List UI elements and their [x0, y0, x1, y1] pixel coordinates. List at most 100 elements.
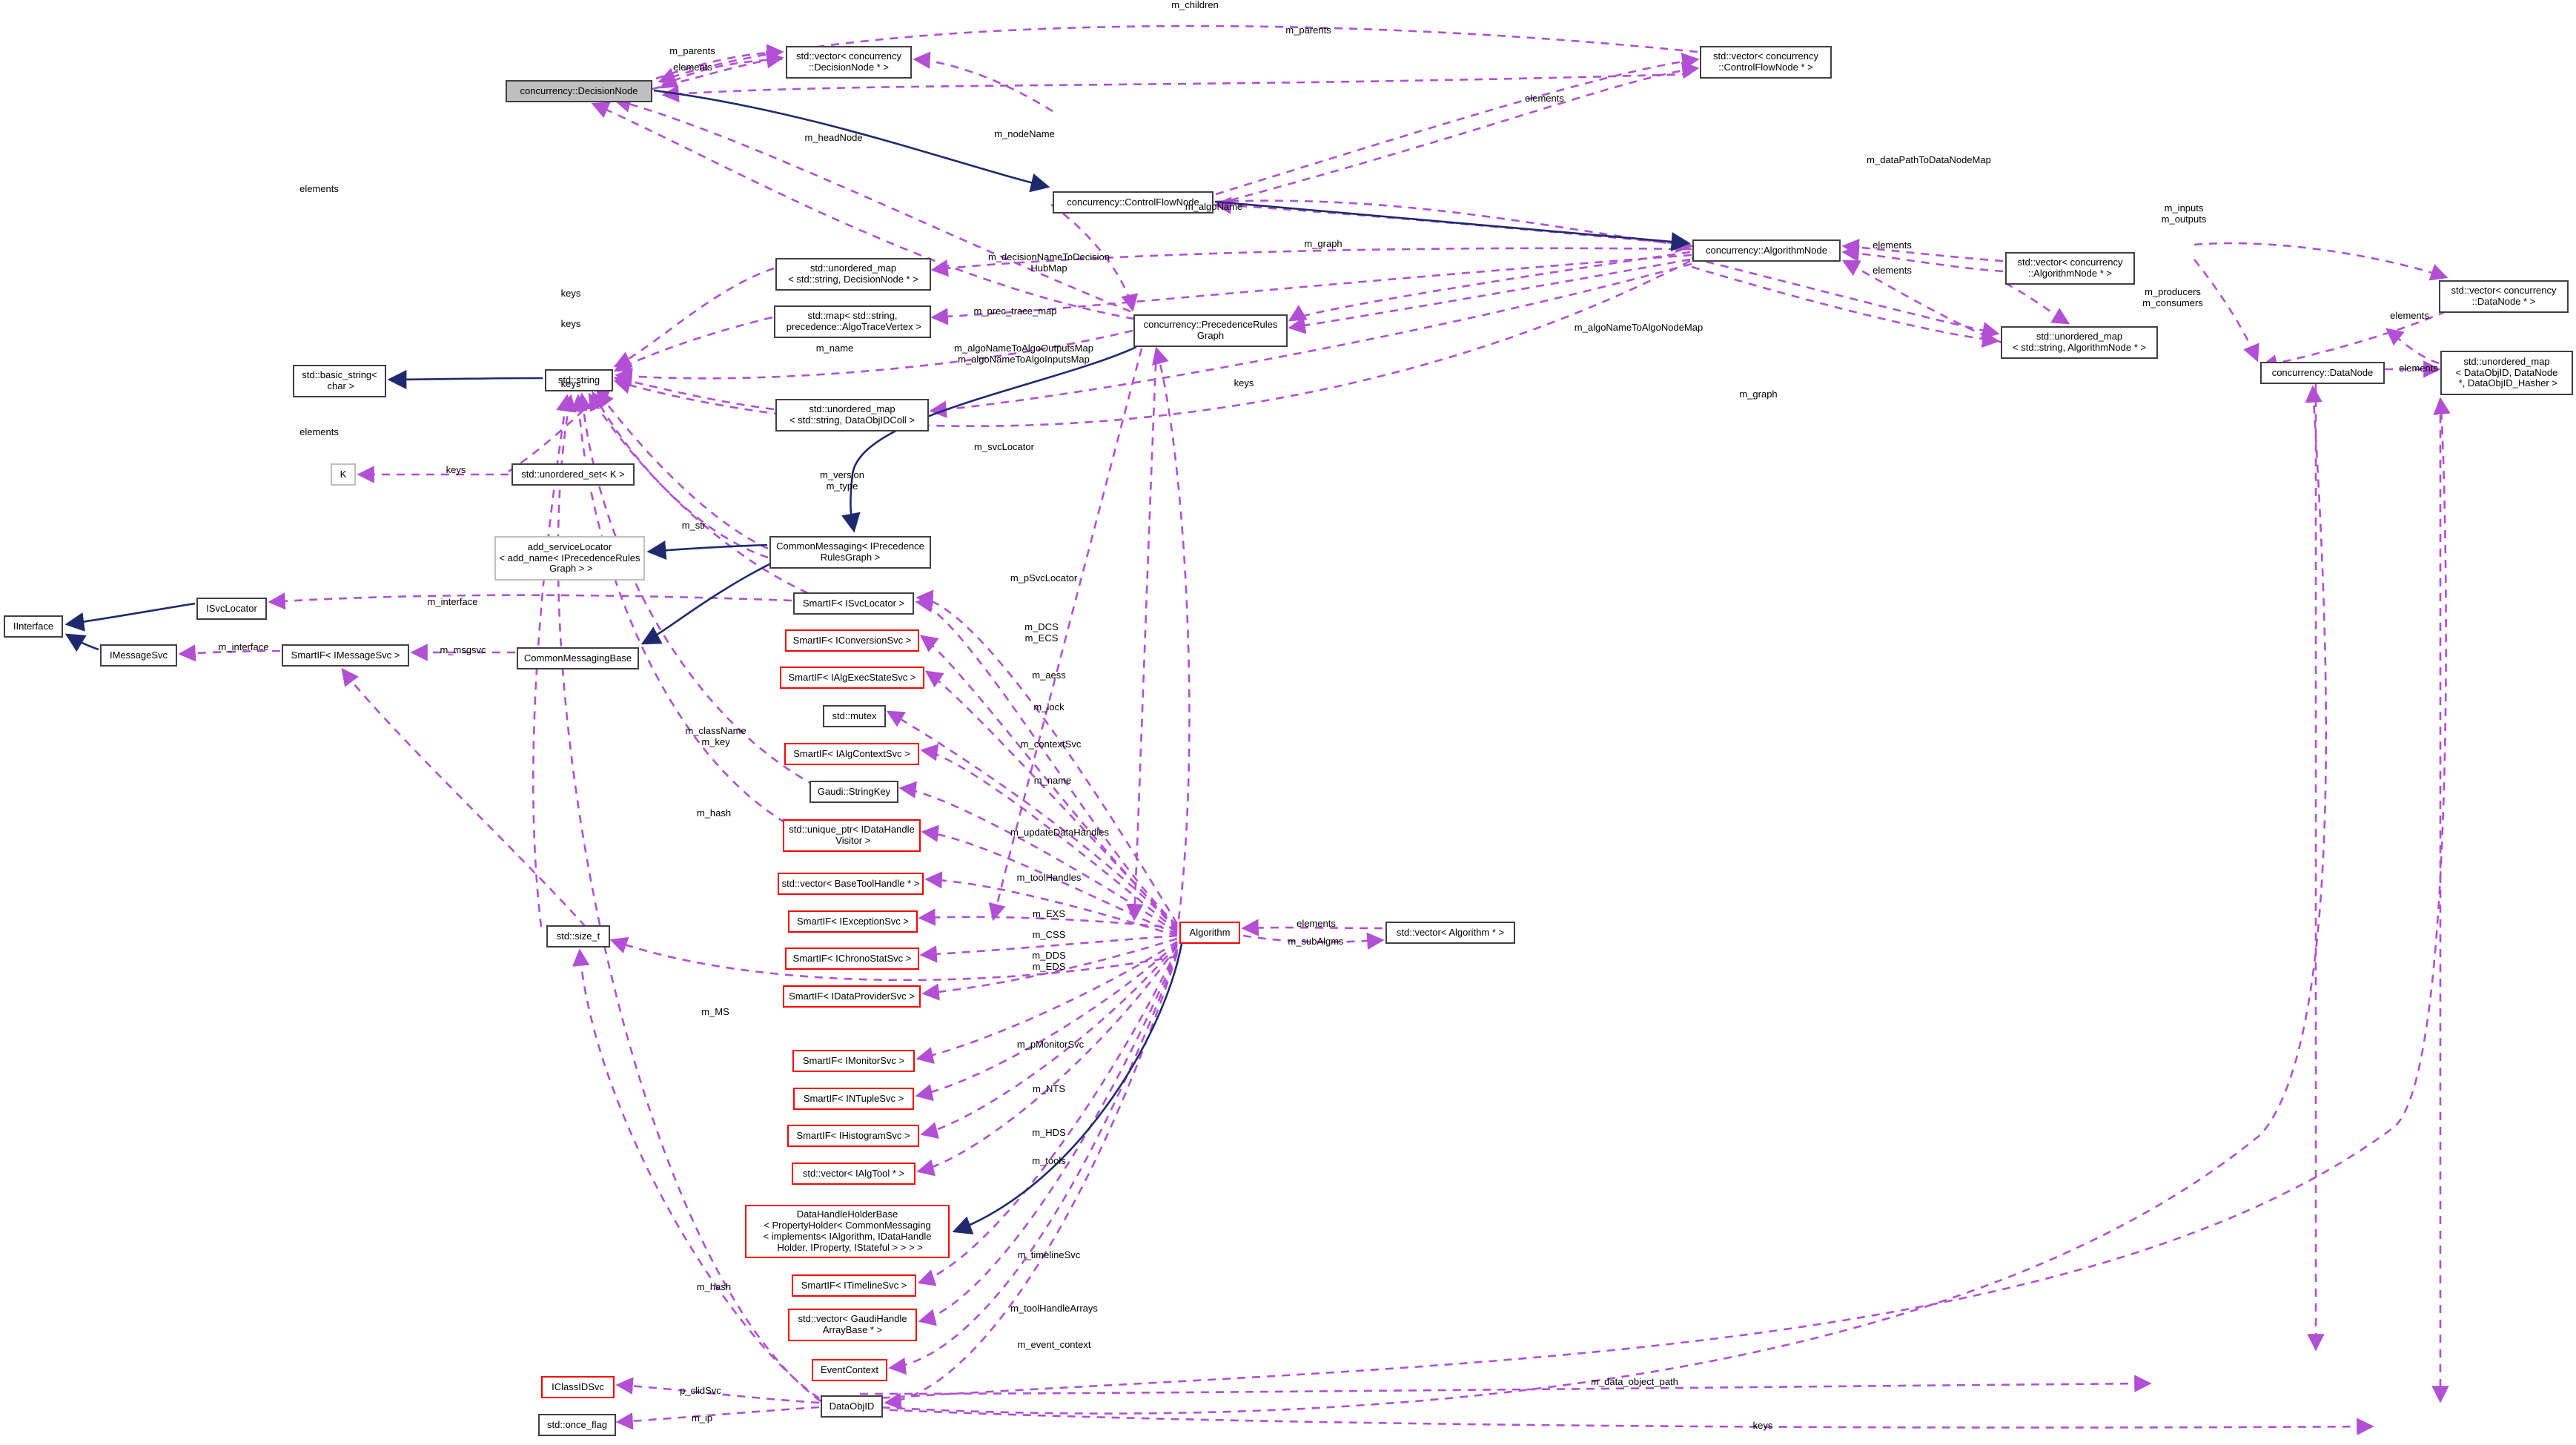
edge-label-l-m-subalgms: m_subAlgms	[1288, 936, 1344, 947]
class-node-decisionNode[interactable]: concurrency::DecisionNode	[506, 80, 652, 102]
edge-label-l-elements-1: elements	[673, 62, 712, 73]
edge-label-l-m-exs: m_EXS	[1032, 908, 1066, 919]
class-node-iInterface[interactable]: IInterface	[4, 615, 63, 638]
edge-label-l-m-children: m_children	[1171, 0, 1219, 10]
edge-label-l-m-svclocator: m_svcLocator	[974, 441, 1034, 452]
edge-label-l-elements-9: elements	[1297, 918, 1336, 929]
edge-label-l-m-ms: m_MS	[701, 1006, 729, 1017]
class-node-smartIFISvcLocator[interactable]: SmartIF< ISvcLocator >	[793, 592, 914, 615]
class-node-dataNode[interactable]: concurrency::DataNode	[2260, 362, 2385, 384]
edge-label-l-keys-6: keys	[1752, 1420, 1773, 1431]
class-node-smartIFIException[interactable]: SmartIF< IExceptionSvc >	[788, 910, 918, 933]
edge-label-l-elements-5: elements	[1873, 265, 1912, 276]
edge-label-l-m-tools: m_tools	[1032, 1155, 1066, 1166]
class-node-vecBaseToolHandle[interactable]: std::vector< BaseToolHandle * >	[778, 873, 924, 895]
class-node-smartIFIChronoStat[interactable]: SmartIF< IChronoStatSvc >	[785, 948, 919, 970]
class-node-smartIFIDataProvider[interactable]: SmartIF< IDataProviderSvc >	[783, 985, 921, 1008]
edge-label-l-m-ip: m_ip	[691, 1412, 713, 1423]
class-node-vecGaudiHandleArray[interactable]: std::vector< GaudiHandle ArrayBase * >	[788, 1309, 917, 1341]
class-node-precedenceRules[interactable]: concurrency::PrecedenceRules Graph	[1133, 314, 1288, 347]
class-node-unorderedSetK[interactable]: std::unordered_set< K >	[511, 463, 635, 486]
edge-label-l-m-datapath: m_dataPathToDataNodeMap	[1867, 154, 1991, 165]
edge-label-l-m-parents-top: m_parents	[1285, 24, 1331, 36]
class-node-stdOnceFlag[interactable]: std::once_flag	[538, 1414, 616, 1436]
edge-label-l-m-hds: m_HDS	[1032, 1127, 1066, 1138]
class-node-smartIFIMonitor[interactable]: SmartIF< IMonitorSvc >	[792, 1050, 915, 1072]
edge-label-l-m-hash-1: m_hash	[696, 807, 732, 819]
edge-label-l-m-msgsvc: m_msgsvc	[440, 644, 486, 655]
edge-label-l-m-contextsvc: m_contextSvc	[1020, 738, 1082, 750]
class-node-commonMessagingPRG[interactable]: CommonMessaging< IPrecedence RulesGraph …	[769, 536, 931, 569]
class-node-umapDataObjIDNode[interactable]: std::unordered_map < DataObjID, DataNode…	[2440, 351, 2573, 395]
class-node-dataHandleHolderBase[interactable]: DataHandleHolderBase < PropertyHolder< C…	[745, 1205, 950, 1258]
edge-label-l-m-toolhandles: m_toolHandles	[1016, 872, 1082, 883]
class-node-algorithmNode[interactable]: concurrency::AlgorithmNode	[1692, 239, 1841, 262]
class-node-algorithm[interactable]: Algorithm	[1179, 922, 1240, 944]
edge-label-l-m-interface-1: m_interface	[427, 596, 478, 607]
class-node-iClassIDSvc[interactable]: IClassIDSvc	[541, 1376, 615, 1398]
edge-label-l-m-hash-2: m_hash	[696, 1281, 732, 1292]
usage-edges	[178, 24, 2451, 1435]
class-node-smartIFIHistogram[interactable]: SmartIF< IHistogramSvc >	[787, 1125, 919, 1147]
class-node-vecDataNode[interactable]: std::vector< concurrency ::DataNode * >	[2439, 280, 2569, 313]
class-node-gaudiStringKey[interactable]: Gaudi::StringKey	[809, 781, 898, 803]
edge-label-l-m-interface-2: m_interface	[218, 641, 269, 652]
class-node-addServiceLocator[interactable]: add_serviceLocator < add_name< IPreceden…	[494, 536, 645, 581]
edge-label-l-m-version-type: m_version m_type	[820, 469, 864, 492]
class-node-smartIFIAlgContext[interactable]: SmartIF< IAlgContextSvc >	[784, 743, 919, 765]
class-node-smartIFIConversion[interactable]: SmartIF< IConversionSvc >	[785, 629, 919, 652]
class-node-umapStrDecisionNode[interactable]: std::unordered_map < std::string, Decisi…	[775, 258, 931, 291]
edge-label-l-elements-7: elements	[299, 426, 339, 437]
edge-label-l-m-css: m_CSS	[1032, 929, 1066, 940]
class-node-uniquePtrIDHV[interactable]: std::unique_ptr< IDataHandle Visitor >	[783, 819, 921, 852]
edge-label-l-m-timelinesvc: m_timelineSvc	[1017, 1249, 1081, 1260]
edge-label-l-m-headnode: m_headNode	[804, 132, 863, 143]
class-node-stdMutex[interactable]: std::mutex	[823, 705, 886, 727]
class-node-vecAlgorithmNode[interactable]: std::vector< concurrency ::AlgorithmNode…	[2005, 252, 2135, 285]
class-node-umapStrAlgoNode[interactable]: std::unordered_map < std::string, Algori…	[2001, 326, 2158, 359]
edge-label-l-m-name-1: m_name	[815, 343, 854, 354]
edge-label-l-m-graph-1: m_graph	[1304, 238, 1342, 249]
edge-label-l-m-prec-trace: m_prec_trace_map	[973, 305, 1057, 317]
class-node-dataObjID[interactable]: DataObjID	[821, 1395, 883, 1418]
edge-label-l-m-decisionmap: m_decisionNameToDecision HubMap	[987, 251, 1110, 274]
edge-label-l-elements-4: elements	[1873, 239, 1912, 251]
edge-label-l-m-algonametoalgo: m_algoNameToAlgoOutputsMap m_algoNameToA…	[954, 343, 1093, 365]
class-node-vecAlgorithm[interactable]: std::vector< Algorithm * >	[1385, 922, 1515, 944]
class-node-smartIFIAlgExecState[interactable]: SmartIF< IAlgExecStateSvc >	[780, 667, 924, 689]
edge-label-l-m-str: m_str	[681, 520, 706, 531]
class-node-mapStrAlgoTrace[interactable]: std::map< std::string, precedence::AlgoT…	[774, 305, 931, 338]
edge-label-l-keys-4: keys	[1234, 377, 1254, 388]
edge-label-l-m-graph-2: m_graph	[1739, 388, 1778, 400]
edge-label-l-elements-6: elements	[2390, 310, 2429, 321]
class-node-smartIFITimeline[interactable]: SmartIF< ITimelineSvc >	[792, 1274, 916, 1297]
edge-label-l-m-toolhandlearr: m_toolHandleArrays	[1010, 1303, 1098, 1314]
edge-label-l-m-updatedatah: m_updateDataHandles	[1010, 827, 1109, 838]
class-node-stdSizeT[interactable]: std::size_t	[546, 925, 610, 948]
edge-label-l-elements-3: elements	[299, 183, 339, 194]
edge-label-l-m-classname-key: m_className m_key	[685, 725, 746, 747]
class-node-smartIFIMessageSvc[interactable]: SmartIF< IMessageSvc >	[282, 644, 409, 667]
class-node-K[interactable]: K	[331, 463, 356, 486]
class-node-eventContext[interactable]: EventContext	[812, 1359, 887, 1381]
class-node-umapStrDataObjID[interactable]: std::unordered_map < std::string, DataOb…	[775, 399, 929, 431]
class-node-vecControlFlowNode[interactable]: std::vector< concurrency ::ControlFlowNo…	[1700, 46, 1832, 79]
edge-label-l-keys-3: keys	[560, 378, 581, 389]
edge-label-l-m-eventcontext: m_event_context	[1017, 1339, 1091, 1350]
edge-label-l-m-dcs-ecs: m_DCS m_ECS	[1024, 621, 1059, 644]
class-node-iSvcLocator[interactable]: ISvcLocator	[196, 598, 267, 620]
class-node-iMessageSvc[interactable]: IMessageSvc	[100, 644, 177, 667]
edge-label-l-m-name-2: m_name	[1033, 775, 1072, 786]
edge-label-l-m-algonodemap: m_algoNameToAlgoNodeMap	[1574, 322, 1703, 333]
edge-label-l-m-nts: m_NTS	[1032, 1083, 1066, 1094]
class-node-basicString[interactable]: std::basic_string< char >	[293, 365, 386, 397]
class-node-smartIFINTuple[interactable]: SmartIF< INTupleSvc >	[793, 1088, 914, 1110]
class-node-vecIAlgTool[interactable]: std::vector< IAlgTool * >	[792, 1163, 915, 1185]
edge-label-l-p-clidsvc: p_clidSvc	[680, 1385, 721, 1396]
class-node-commonMessagingBase[interactable]: CommonMessagingBase	[517, 647, 639, 669]
class-node-vecDecisionNode[interactable]: std::vector< concurrency ::DecisionNode …	[786, 46, 912, 79]
edge-label-l-keys-1: keys	[560, 288, 581, 299]
edge-label-l-m-aess: m_aess	[1032, 669, 1066, 681]
edge-label-l-m-producers: m_producers m_consumers	[2142, 286, 2203, 308]
